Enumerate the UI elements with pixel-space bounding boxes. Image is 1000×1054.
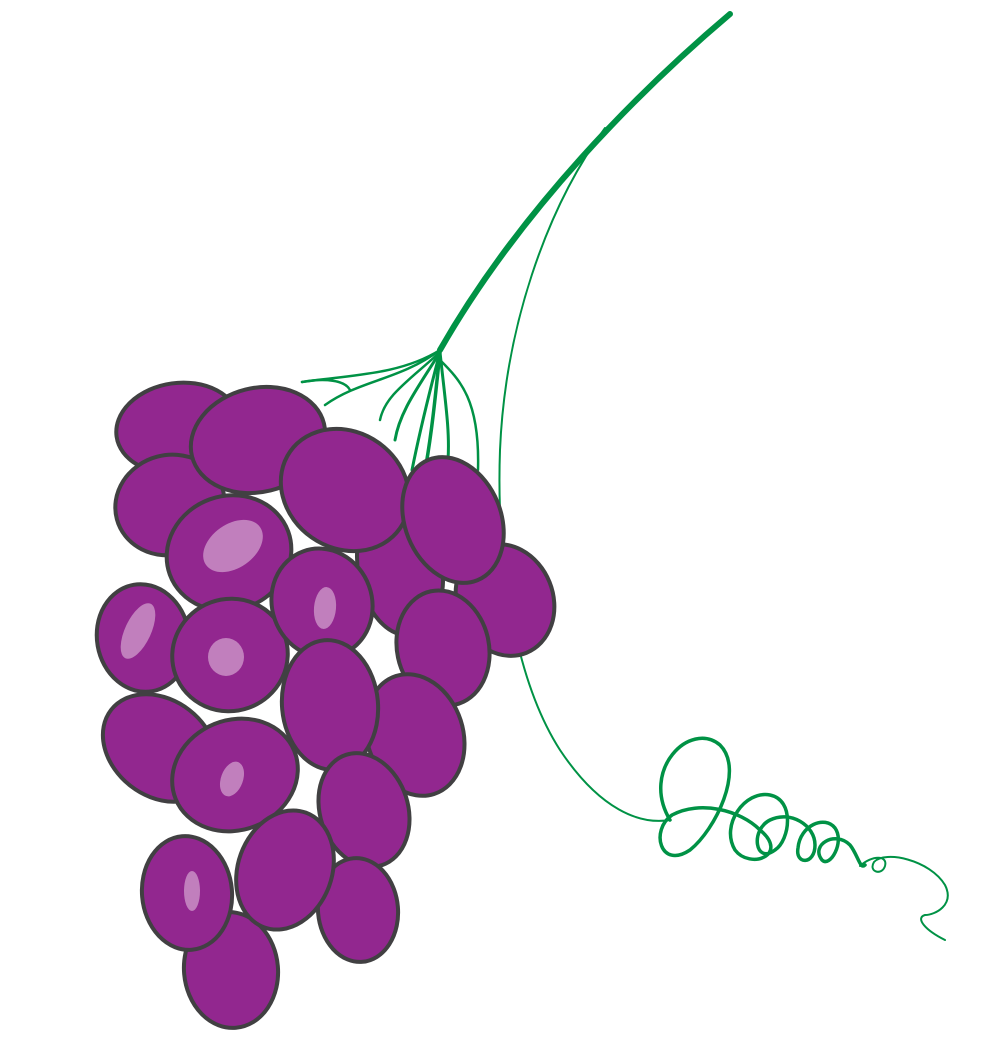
tendril xyxy=(859,855,949,941)
tendril xyxy=(658,736,867,868)
grape-highlight xyxy=(120,603,156,659)
pedicel xyxy=(378,350,442,422)
grape-highlight xyxy=(219,761,245,797)
grape-highlight xyxy=(203,519,263,573)
thin-branch xyxy=(498,127,671,822)
grape-highlight xyxy=(313,587,337,629)
grape-bunch xyxy=(94,380,557,1030)
pedicel xyxy=(438,350,450,462)
grape xyxy=(278,426,412,554)
main-stem xyxy=(437,11,733,353)
pedicel xyxy=(424,350,442,467)
pedicel xyxy=(438,358,480,472)
grape xyxy=(315,856,401,964)
pedicel xyxy=(300,348,442,384)
pedicel xyxy=(393,350,442,442)
pedicel xyxy=(300,378,352,392)
grape-highlight xyxy=(184,871,200,911)
grape-highlight xyxy=(208,638,244,676)
grape xyxy=(400,455,506,585)
grape xyxy=(234,808,336,932)
grape xyxy=(363,672,467,798)
pedicel xyxy=(410,350,442,472)
vine-stem xyxy=(300,11,949,941)
pedicel xyxy=(323,348,442,407)
